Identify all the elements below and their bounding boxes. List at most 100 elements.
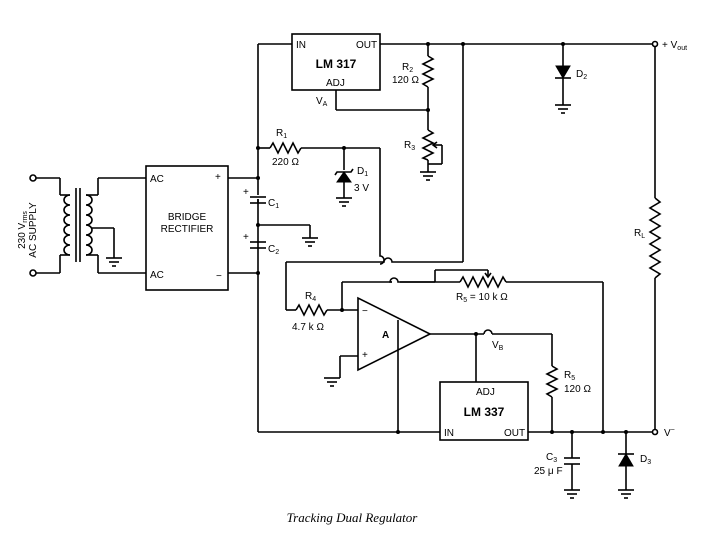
opamp-minus: − — [362, 306, 368, 317]
d3-name: D — [640, 454, 647, 465]
svg-text:230 Vrms: 230 Vrms — [17, 211, 29, 249]
c3-name: C — [546, 452, 553, 463]
c1-sub: 1 — [275, 203, 279, 210]
vout-sub: out — [677, 45, 687, 52]
lm317-regulator: IN OUT LM 317 ADJ — [291, 33, 381, 91]
svg-text:R4: R4 — [305, 291, 316, 303]
svg-text:C2: C2 — [268, 244, 279, 256]
svg-text:VB: VB — [492, 340, 504, 352]
capacitor-c1: + C1 — [243, 187, 279, 210]
ground-transformer — [106, 257, 122, 267]
ground-d2 — [555, 104, 571, 114]
r1-value: 220 Ω — [272, 157, 299, 168]
rectifier-ac-bottom: AC — [150, 270, 164, 281]
r2-sub: 2 — [409, 67, 413, 74]
svg-text:RL: RL — [634, 228, 645, 240]
d2-sub: 2 — [583, 74, 587, 81]
ground-caps — [302, 237, 318, 247]
svg-text:C1: C1 — [268, 198, 279, 210]
zener-diode-d1: D1 3 V — [334, 166, 369, 198]
vneg-sup: − — [671, 427, 675, 434]
resistor-r4: R4 4.7 k Ω — [292, 291, 328, 333]
ground-d1 — [336, 197, 352, 207]
svg-text:+: + — [243, 232, 249, 243]
svg-text:R1: R1 — [276, 128, 287, 140]
rectifier-line2: RECTIFIER — [161, 224, 214, 235]
svg-text:C3: C3 — [546, 452, 557, 464]
rectifier-plus: + — [215, 172, 221, 183]
d1-value: 3 V — [354, 183, 369, 194]
resistor-r1: R1 220 Ω — [269, 128, 302, 168]
svg-text:R2: R2 — [402, 62, 413, 74]
potentiometer-r5-10k: R5 = 10 k Ω — [400, 275, 603, 304]
vout-label: + V — [662, 40, 678, 51]
c3-sub: 3 — [553, 457, 557, 464]
svg-text:R5 = 10 k Ω: R5 = 10 k Ω — [456, 292, 508, 304]
resistor-r5: R5 120 Ω — [545, 334, 591, 432]
r3-sub: 3 — [411, 145, 415, 152]
svg-text:+: + — [243, 187, 249, 198]
rl-sub: L — [641, 233, 645, 240]
supply-voltage-sub: rms — [22, 211, 29, 223]
svg-text:+ Vout: + Vout — [662, 40, 687, 52]
r5pot-value: = 10 k Ω — [467, 292, 508, 303]
ground-r3 — [420, 171, 436, 181]
resistor-r2: R2 120 Ω — [392, 44, 435, 110]
r4-sub: 4 — [312, 296, 316, 303]
vb-label: V — [492, 340, 499, 351]
r2-value: 120 Ω — [392, 75, 419, 86]
r1-sub: 1 — [283, 133, 287, 140]
ground-opamp — [324, 377, 340, 387]
rl-name: R — [634, 228, 641, 239]
lm337-name: LM 337 — [464, 405, 505, 419]
svg-text:D3: D3 — [640, 454, 651, 466]
d1-name: D — [357, 166, 364, 177]
va-label: V — [316, 96, 323, 107]
rectifier-minus: − — [216, 271, 222, 282]
r4-value: 4.7 k Ω — [292, 322, 324, 333]
svg-text:D1: D1 — [357, 166, 368, 178]
supply-label: AC SUPPLY — [28, 202, 39, 258]
c2-sub: 2 — [275, 249, 279, 256]
d3-sub: 3 — [647, 459, 651, 466]
ground-c3 — [564, 489, 580, 499]
figure-caption: Tracking Dual Regulator — [287, 510, 419, 525]
c3-value: 25 μ F — [534, 466, 563, 477]
svg-text:R3: R3 — [404, 140, 415, 152]
r5-value: 120 Ω — [564, 384, 591, 395]
c2-name: C — [268, 244, 275, 255]
potentiometer-r3: R3 — [404, 110, 443, 172]
opamp-name: A — [382, 330, 389, 341]
r4-name: R — [305, 291, 312, 302]
capacitor-c3: C3 25 μ F — [534, 432, 580, 490]
supply-voltage-label: 230 V — [17, 222, 28, 248]
opamp-plus: + — [362, 350, 368, 361]
lm337-in: IN — [444, 428, 454, 439]
rectifier-ac-top: AC — [150, 174, 164, 185]
lm337-regulator: ADJ LM 337 IN OUT — [439, 381, 529, 441]
svg-text:D2: D2 — [576, 69, 587, 81]
diode-d2: D2 — [555, 44, 587, 105]
svg-text:R5: R5 — [564, 370, 575, 382]
load-resistor-rl: RL — [634, 47, 662, 429]
diode-d3: D3 — [618, 432, 651, 490]
lm317-in: IN — [296, 40, 306, 51]
vb-sub: B — [499, 345, 504, 352]
r3-name: R — [404, 140, 411, 151]
lm337-adj: ADJ — [476, 387, 495, 398]
ground-d3 — [618, 489, 634, 499]
r5pot-sub: 5 — [463, 297, 467, 304]
r1-name: R — [276, 128, 283, 139]
lm317-name: LM 317 — [316, 57, 357, 71]
lm337-out: OUT — [504, 428, 525, 439]
c1-name: C — [268, 198, 275, 209]
rectifier-line1: BRIDGE — [168, 212, 207, 223]
r5-name: R — [564, 370, 571, 381]
capacitor-c2: + C2 — [243, 232, 279, 256]
va-sub: A — [323, 101, 328, 108]
d1-sub: 1 — [364, 171, 368, 178]
ac-supply: 230 Vrms AC SUPPLY — [17, 174, 61, 277]
svg-text:V−: V− — [664, 427, 675, 439]
r2-name: R — [402, 62, 409, 73]
